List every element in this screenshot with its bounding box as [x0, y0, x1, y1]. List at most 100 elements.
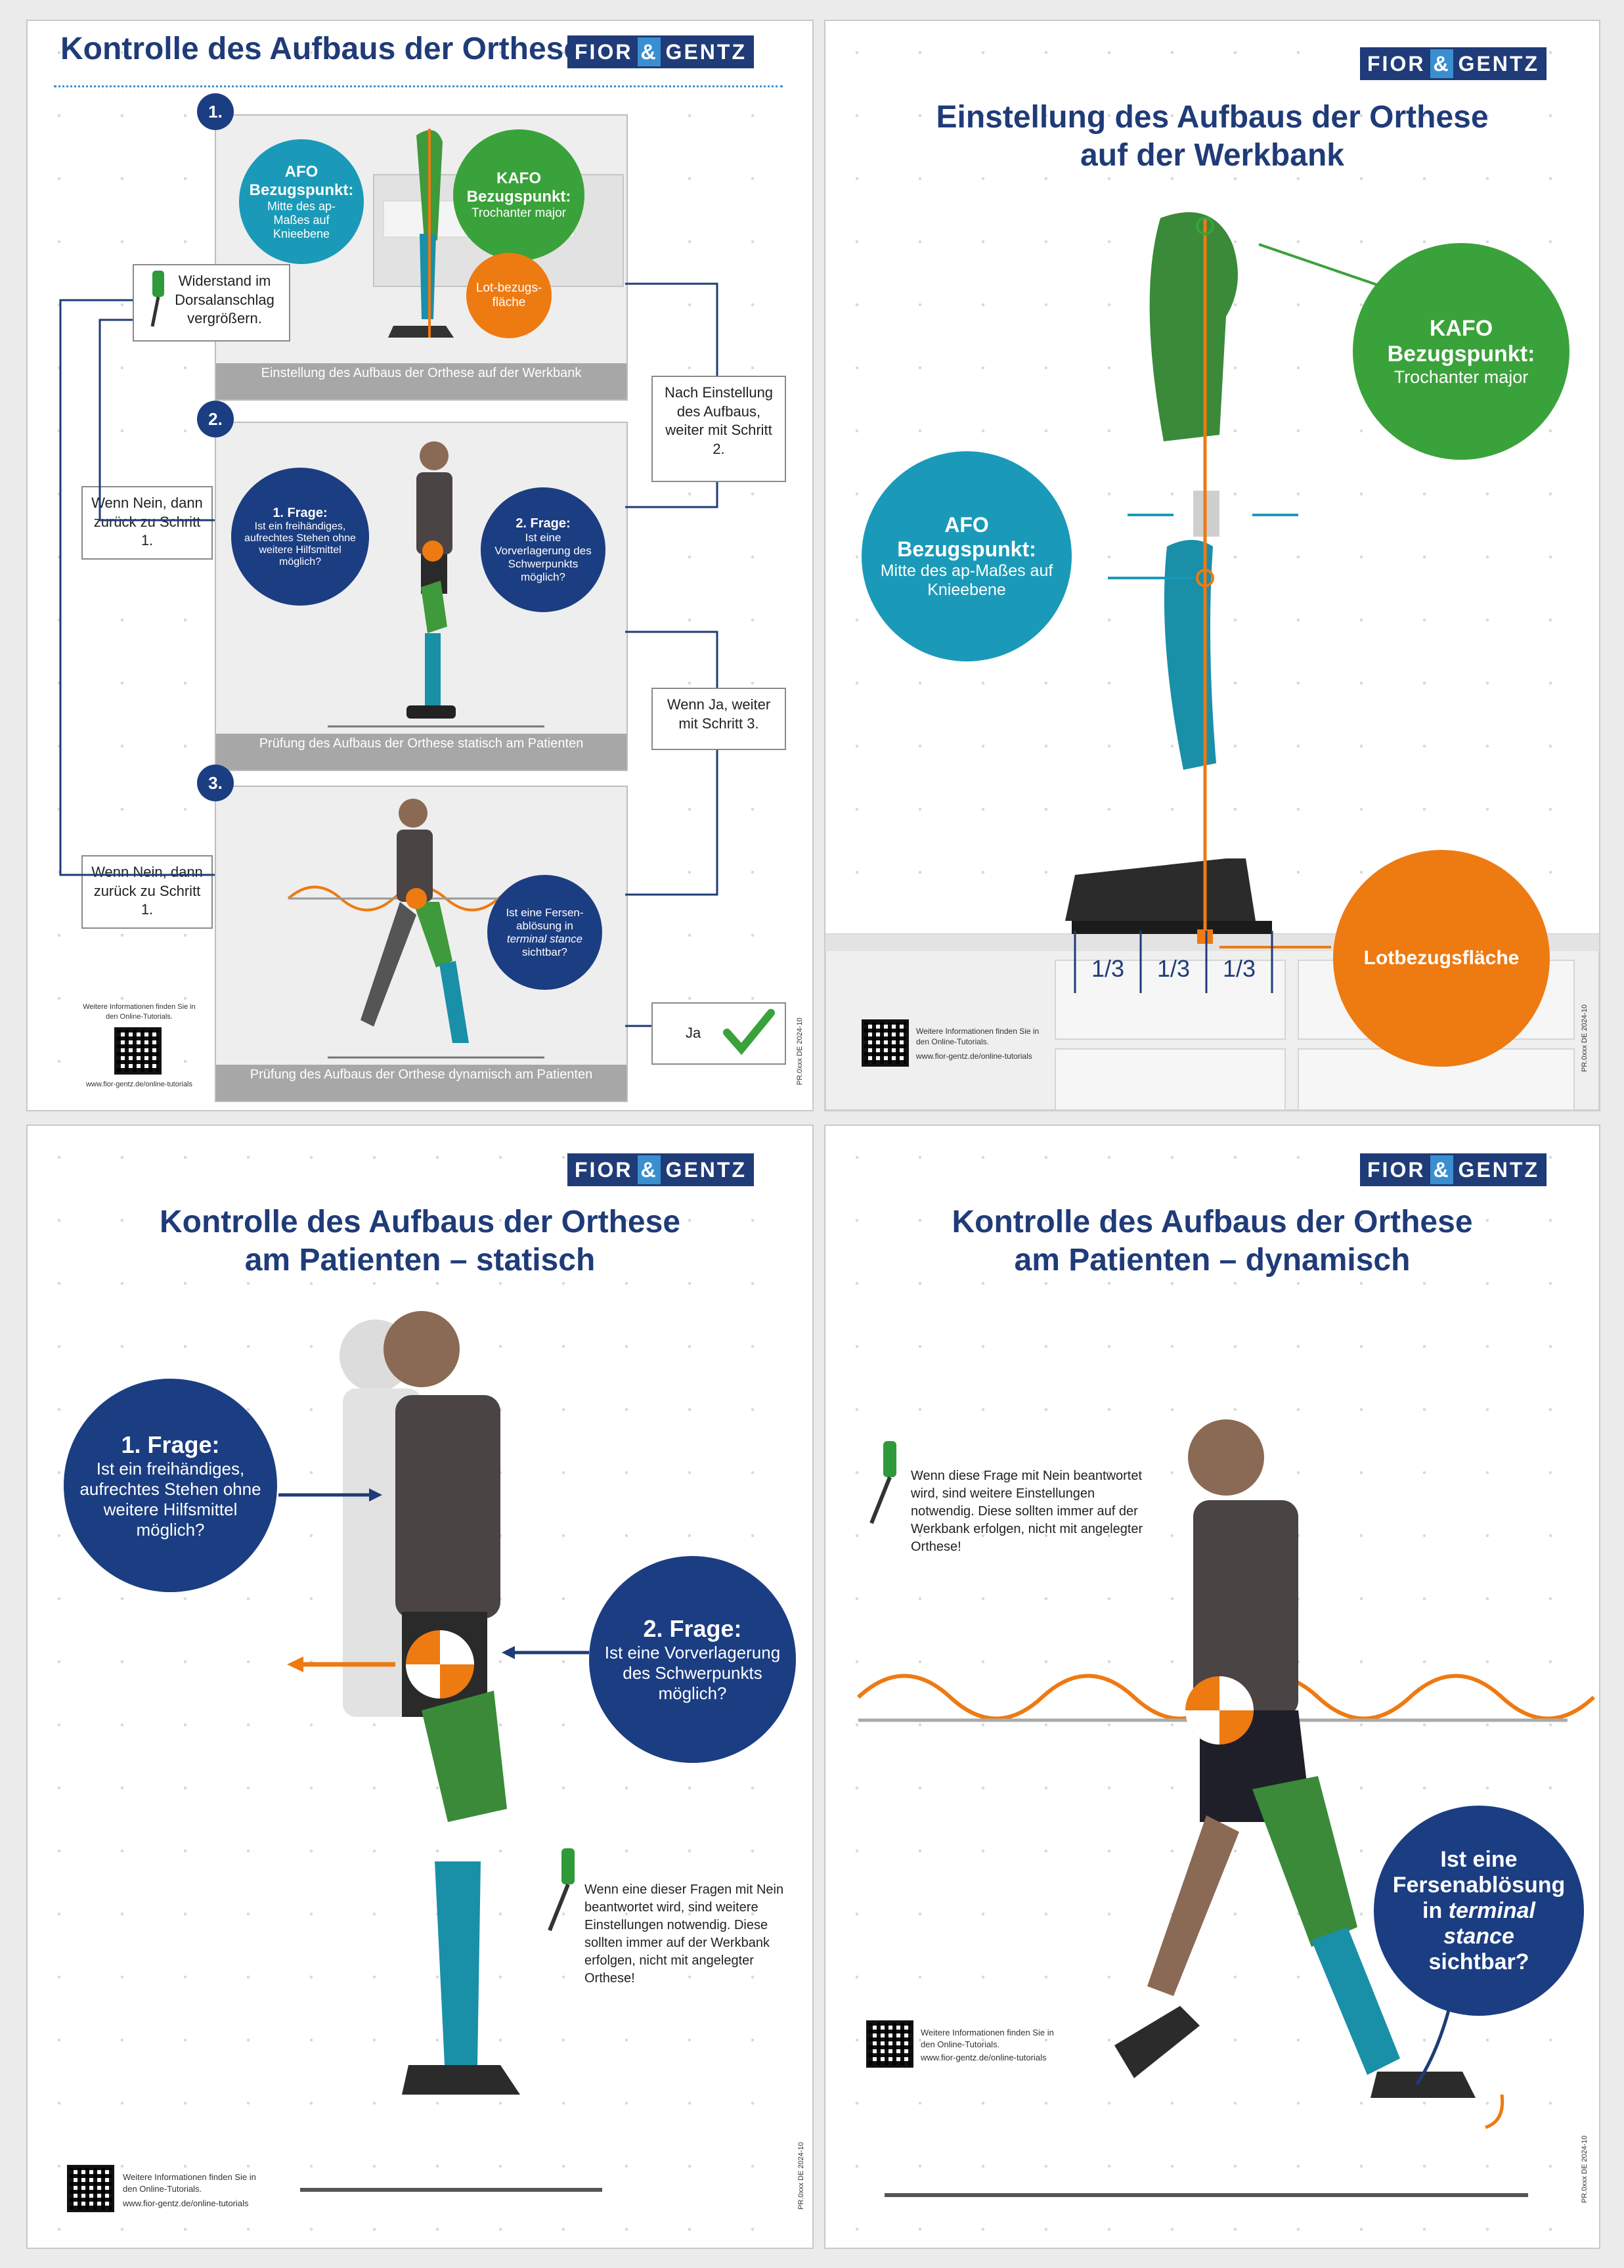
flow-connectors: [59, 282, 718, 1027]
third-label-3: 1/3: [1223, 955, 1256, 982]
step1-kafo-text: Trochanter major: [472, 206, 566, 220]
step1-afo-circle: AFO Bezugspunkt: Mitte des ap-Maßes auf …: [239, 139, 364, 264]
question-line4: sichtbar?: [1428, 1949, 1529, 1974]
poster4-title-line2: am Patienten – dynamisch: [1014, 1242, 1411, 1278]
statisch-figure: [278, 1311, 602, 2192]
kafo-text: Trochanter major: [1394, 367, 1529, 387]
lotbezugsflaeche-circle: Lotbezugsfläche: [1333, 850, 1550, 1067]
step2-q1-title: 1. Frage:: [273, 505, 328, 520]
question2-text: Ist eine Vorverlagerung des Schwerpunkts…: [604, 1643, 781, 1703]
step1-kafo-title: KAFO Bezugspunkt:: [466, 169, 571, 206]
step1-afo-text: Mitte des ap-Maßes auf Knieebene: [267, 199, 336, 240]
question2-title: 2. Frage:: [643, 1615, 742, 1642]
poster1-title: Kontrolle des Aufbaus der Orthese: [60, 32, 582, 66]
brand-left: FIOR: [1367, 1158, 1426, 1182]
third-label-2: 1/3: [1157, 955, 1191, 982]
brand-logo: FIOR & GENTZ: [1360, 1153, 1547, 1186]
step2-figure: [328, 441, 544, 728]
qr-code: [866, 2020, 913, 2068]
poster2-title-line1: Einstellung des Aufbaus der Orthese: [936, 100, 1489, 135]
step1-kafo-circle: KAFO Bezugspunkt: Trochanter major: [453, 129, 584, 261]
step1-badge: 1.: [197, 93, 234, 130]
poster4-code: PR.0xxx DE 2024-10: [1581, 2135, 1589, 2203]
brand-right: GENTZ: [1458, 1158, 1539, 1182]
step1-lot-text: Lot-bezugs-fläche: [475, 281, 542, 309]
poster2-url: www.fior-gentz.de/online-tutorials: [916, 1052, 1032, 1061]
step3-badge: 3.: [197, 765, 234, 801]
step2-question2-circle: 2. Frage: Ist eine Vorverlagerung des Sc…: [481, 487, 605, 612]
step3-q-end: sichtbar?: [522, 945, 567, 958]
box-ja-text: Ja: [686, 1025, 701, 1041]
poster1-url: www.fior-gentz.de/online-tutorials: [85, 1080, 193, 1088]
step2-caption: Prüfung des Aufbaus der Orthese statisch…: [216, 734, 626, 770]
kafo-title: KAFO Bezugspunkt:: [1387, 315, 1535, 367]
screwdriver-icon: [548, 1848, 575, 1932]
question-circle: Ist eine Fersenablösung in terminal stan…: [1374, 1806, 1584, 2016]
question-line3: in terminal stance: [1387, 1898, 1571, 1949]
brand-right: GENTZ: [1458, 52, 1539, 76]
poster1-code: PR.0xxx DE 2024-10: [796, 1017, 804, 1085]
poster4-url: www.fior-gentz.de/online-tutorials: [921, 2053, 1047, 2062]
poster2-title-line2: auf der Werkbank: [1080, 137, 1344, 173]
step3-q-start: Ist eine Fersen-ablösung in: [506, 906, 584, 932]
box-nach-einstellung: Nach Einstellung des Aufbaus, weiter mit…: [651, 376, 786, 482]
step2-q2-title: 2. Frage:: [516, 516, 571, 531]
box-widerstand-text: Widerstand im Dorsalanschlag vergrößern.: [175, 273, 274, 327]
step3-panel: Prüfung des Aufbaus der Orthese dynamisc…: [215, 786, 628, 1102]
brand-left: FIOR: [575, 40, 633, 64]
poster3-note: Wenn eine dieser Fragen mit Nein beantwo…: [584, 1882, 784, 1986]
poster-werkbank: FIOR & GENTZ Einstellung des Aufbaus der…: [824, 20, 1600, 1111]
poster4-title-line1: Kontrolle des Aufbaus der Orthese: [952, 1205, 1473, 1239]
question2-circle: 2. Frage: Ist eine Vorverlagerung des Sc…: [589, 1556, 796, 1763]
step2-q2-text: Ist eine Vorverlagerung des Schwerpunkts…: [494, 531, 592, 583]
step3-caption: Prüfung des Aufbaus der Orthese dynamisc…: [216, 1065, 626, 1101]
brand-right: GENTZ: [665, 1158, 747, 1182]
poster3-title: Kontrolle des Aufbaus der Orthese am Pat…: [28, 1203, 812, 1279]
question1-title: 1. Frage:: [121, 1431, 220, 1458]
step1-afo-title: AFO Bezugspunkt:: [249, 162, 354, 199]
question1-text: Ist ein freihändiges, aufrechtes Stehen …: [79, 1458, 261, 1540]
question-line1: Ist eine: [1440, 1846, 1518, 1872]
box-ja: Ja: [651, 1002, 786, 1065]
box-wenn-nein-1: Wenn Nein, dann zurück zu Schritt 1.: [81, 486, 213, 560]
title-divider: [54, 85, 783, 87]
afo-text: Mitte des ap-Maßes auf Knieebene: [880, 562, 1053, 599]
poster-dynamisch: FIOR & GENTZ Kontrolle des Aufbaus der O…: [824, 1124, 1600, 2249]
step3-q-em: terminal stance: [506, 932, 583, 945]
brand-amp: &: [1430, 49, 1453, 78]
step3-q-text: Ist eine Fersen-ablösung in terminal sta…: [500, 906, 589, 959]
poster2-info: Weitere Informationen finden Sie in den …: [916, 1027, 1040, 1047]
poster4-title: Kontrolle des Aufbaus der Orthese am Pat…: [825, 1203, 1599, 1279]
kafo-circle: KAFO Bezugspunkt: Trochanter major: [1353, 243, 1569, 460]
brand-left: FIOR: [575, 1158, 633, 1182]
question-line3-in: in: [1422, 1898, 1443, 1923]
step2-badge: 2.: [197, 401, 234, 437]
step3-figure: [287, 799, 552, 1059]
brand-logo: FIOR & GENTZ: [567, 35, 754, 68]
step2-question1-circle: 1. Frage: Ist ein freihändiges, aufrecht…: [231, 468, 369, 606]
question-line3-em: terminal stance: [1443, 1898, 1535, 1949]
brand-right: GENTZ: [665, 40, 747, 64]
poster4-note: Wenn diese Frage mit Nein beantwortet wi…: [911, 1469, 1143, 1554]
afo-title: AFO Bezugspunkt:: [897, 513, 1036, 561]
brand-amp: &: [638, 1155, 661, 1184]
brand-amp: &: [1430, 1155, 1453, 1184]
poster3-title-line1: Kontrolle des Aufbaus der Orthese: [159, 1205, 681, 1239]
box-wenn-ja-schritt3: Wenn Ja, weiter mit Schritt 3.: [651, 688, 786, 750]
poster-overview: Kontrolle des Aufbaus der Orthese FIOR &…: [26, 20, 814, 1111]
qr-code: [114, 1027, 162, 1075]
poster3-code: PR.0xxx DE 2024-10: [797, 2142, 805, 2210]
poster2-title: Einstellung des Aufbaus der Orthese auf …: [825, 99, 1599, 174]
lotbezugsflaeche-text: Lotbezugsfläche: [1363, 947, 1520, 969]
poster2-code: PR.0xxx DE 2024-10: [1581, 1004, 1589, 1072]
step2-q1-text: Ist ein freihändiges, aufrechtes Stehen …: [244, 520, 356, 567]
step3-question-circle: Ist eine Fersen-ablösung in terminal sta…: [487, 875, 602, 990]
step1-lot-circle: Lot-bezugs-fläche: [466, 253, 552, 338]
brand-amp: &: [638, 37, 661, 66]
question-line2: Fersenablösung: [1392, 1872, 1566, 1898]
screwdriver-icon: [150, 271, 164, 327]
checkmark-icon: [723, 1009, 775, 1056]
box-wenn-nein-2: Wenn Nein, dann zurück zu Schritt 1.: [81, 855, 213, 929]
poster-statisch: FIOR & GENTZ Kontrolle des Aufbaus der O…: [26, 1124, 814, 2249]
step1-caption: Einstellung des Aufbaus der Orthese auf …: [216, 363, 626, 399]
